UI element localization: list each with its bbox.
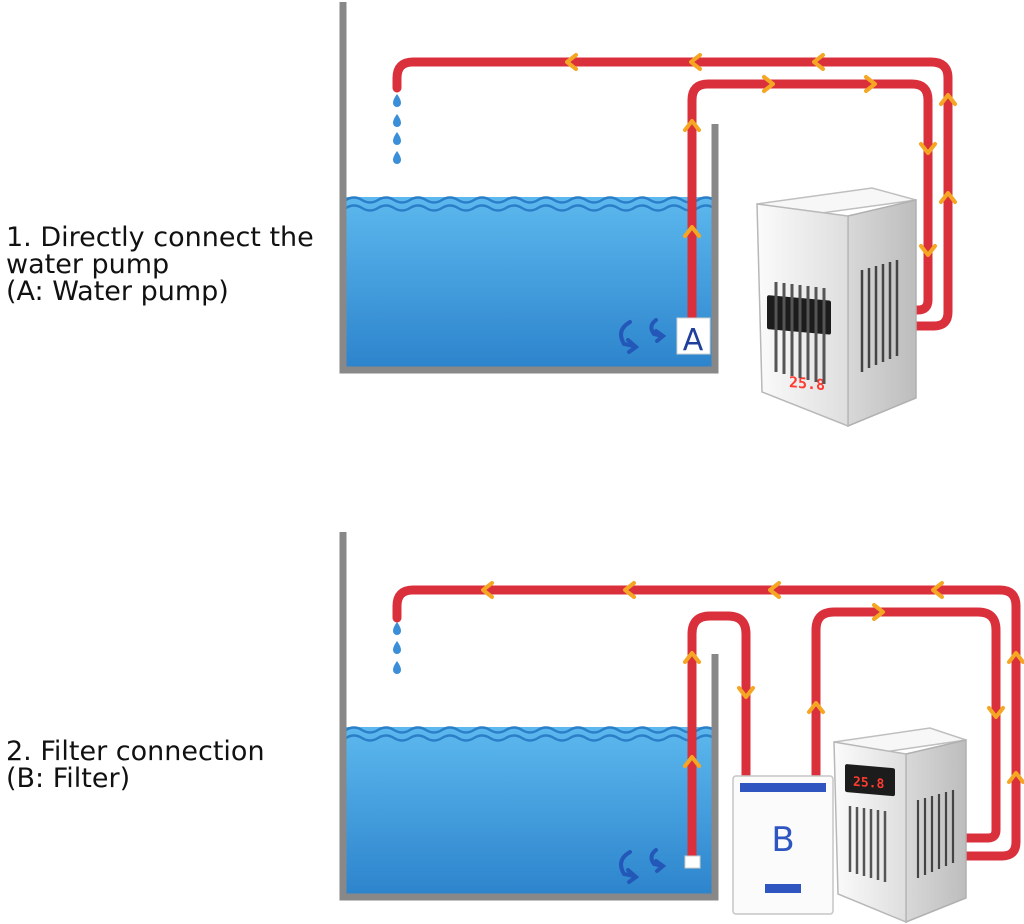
caption-direct-line3: (A: Water pump) (6, 276, 229, 307)
scene-filter-connection: B 25.8 (339, 532, 1024, 924)
filter-label: B (771, 820, 794, 860)
caption-filter-connection: 2. Filter connection (B: Filter) (6, 738, 265, 792)
tank-wall (339, 2, 719, 374)
tank-wall (339, 532, 719, 901)
caption-direct-line1: 1. Directly connect the (6, 222, 314, 253)
front-vents (848, 806, 887, 882)
pump-to-filter-pipe (687, 611, 751, 861)
water-drops (393, 94, 401, 164)
caption-direct-connection: 1. Directly connect the water pump (A: W… (6, 224, 314, 305)
water-pump-a: A (676, 317, 711, 358)
water-surface-waves (345, 196, 715, 212)
pump-inlet (684, 855, 701, 869)
side-vents (916, 790, 955, 878)
filter-to-chiller-pipe (811, 607, 1001, 843)
intake-flow-icon (619, 848, 667, 884)
caption-direct-line2: water pump (6, 249, 170, 280)
pipes (392, 57, 953, 331)
front-vents (774, 282, 826, 384)
display-reading: 25.8 (853, 775, 884, 793)
filter-b: B (732, 775, 834, 915)
temperature-display: 25.8 (845, 764, 895, 797)
side-vents (860, 260, 899, 372)
pipes (392, 585, 1021, 861)
tank-water (346, 727, 713, 895)
chiller-unit: 25.8 (833, 727, 967, 924)
return-pipe (392, 57, 953, 331)
caption-filter-line1: 2. Filter connection (6, 736, 265, 767)
water-drops (393, 622, 401, 674)
chiller-unit: 25.8 (756, 187, 917, 428)
return-pipe (392, 585, 1021, 861)
water-surface-waves (345, 726, 715, 742)
caption-filter-line2: (B: Filter) (6, 763, 131, 794)
intake-flow-icon (619, 318, 667, 354)
scene-direct-connection: A 25.8 (339, 2, 957, 428)
pump-to-chiller-pipe (687, 79, 933, 323)
pump-label: A (683, 323, 704, 358)
tank-water (346, 197, 713, 367)
